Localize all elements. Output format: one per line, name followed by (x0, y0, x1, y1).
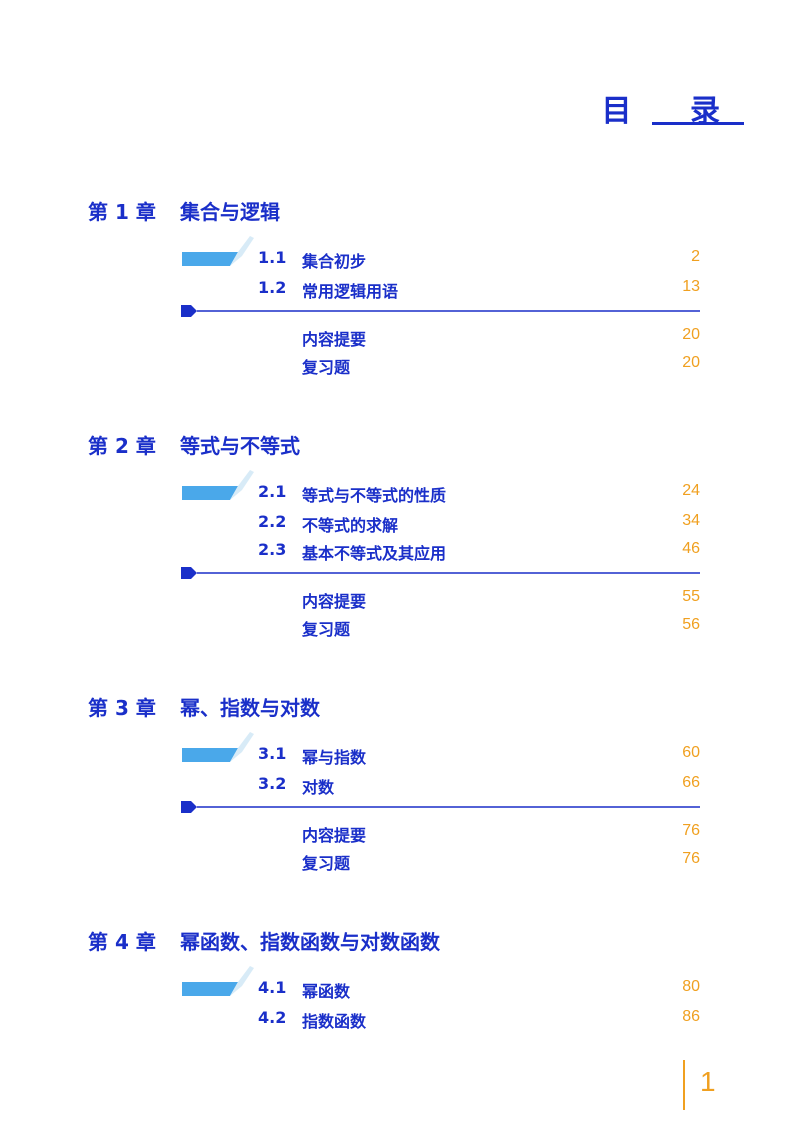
chapter-number: 第 2 章 (88, 434, 156, 458)
section-divider (181, 305, 700, 317)
chapter-heading[interactable]: 第 1 章集合与逻辑 (88, 196, 280, 224)
page-number-bar (683, 1060, 685, 1110)
extra-row[interactable]: 复习题 20 (0, 354, 800, 377)
section-row[interactable]: 3.2 对数 66 (0, 774, 800, 797)
section-row[interactable]: 4.2 指数函数 86 (0, 1008, 800, 1031)
section-label: 常用逻辑用语 (302, 282, 399, 301)
page-number: 1 (700, 1066, 716, 1097)
section-page: 60 (682, 744, 700, 761)
chapter-heading[interactable]: 第 3 章幂、指数与对数 (88, 692, 320, 720)
ribbon-icon (182, 236, 254, 266)
section-number: 2.1 (258, 482, 287, 501)
extra-label: 内容提要 (302, 330, 367, 349)
section-label: 不等式的求解 (302, 516, 399, 535)
section-number: 2.2 (258, 512, 287, 531)
section-page: 46 (682, 540, 700, 557)
chapter-title: 集合与逻辑 (180, 200, 280, 224)
section-page: 13 (682, 278, 700, 295)
section-label: 基本不等式及其应用 (302, 544, 447, 563)
section-page: 80 (682, 978, 700, 995)
extra-label: 内容提要 (302, 826, 367, 845)
ribbon-icon (182, 966, 254, 996)
extra-page: 20 (682, 326, 700, 343)
chapter-number: 第 3 章 (88, 696, 156, 720)
section-page: 66 (682, 774, 700, 791)
extra-label: 复习题 (302, 358, 351, 377)
section-number: 4.2 (258, 1008, 287, 1027)
chapter-number: 第 1 章 (88, 200, 156, 224)
section-number: 1.1 (258, 248, 287, 267)
chapter-heading[interactable]: 第 4 章幂函数、指数函数与对数函数 (88, 926, 440, 954)
ribbon-icon (182, 732, 254, 762)
extra-row[interactable]: 复习题 76 (0, 850, 800, 873)
section-divider (181, 567, 700, 579)
chapter-heading[interactable]: 第 2 章等式与不等式 (88, 430, 300, 458)
chapter-title: 幂、指数与对数 (180, 696, 320, 720)
chapter-number: 第 4 章 (88, 930, 156, 954)
extra-label: 复习题 (302, 620, 351, 639)
chapter-title: 幂函数、指数函数与对数函数 (180, 930, 440, 954)
section-row[interactable]: 2.2 不等式的求解 34 (0, 512, 800, 535)
section-label: 幂与指数 (302, 748, 367, 767)
section-number: 4.1 (258, 978, 287, 997)
section-label: 集合初步 (302, 252, 367, 271)
extra-row[interactable]: 内容提要 55 (0, 588, 800, 611)
toc-title-underline (652, 122, 744, 125)
section-label: 指数函数 (302, 1012, 367, 1031)
extra-row[interactable]: 内容提要 20 (0, 326, 800, 349)
section-label: 幂函数 (302, 982, 351, 1001)
extra-page: 20 (682, 354, 700, 371)
section-page: 2 (691, 248, 700, 265)
section-row[interactable]: 2.3 基本不等式及其应用 46 (0, 540, 800, 563)
section-number: 2.3 (258, 540, 287, 559)
section-row[interactable]: 1.1 集合初步 2 (0, 248, 800, 271)
extra-row[interactable]: 复习题 56 (0, 616, 800, 639)
ribbon-icon (182, 470, 254, 500)
section-label: 对数 (302, 778, 335, 797)
section-row[interactable]: 2.1 等式与不等式的性质 24 (0, 482, 800, 505)
extra-page: 76 (682, 850, 700, 867)
extra-page: 56 (682, 616, 700, 633)
section-page: 86 (682, 1008, 700, 1025)
section-row[interactable]: 3.1 幂与指数 60 (0, 744, 800, 767)
section-number: 3.2 (258, 774, 287, 793)
section-row[interactable]: 4.1 幂函数 80 (0, 978, 800, 1001)
section-page: 34 (682, 512, 700, 529)
section-number: 3.1 (258, 744, 287, 763)
section-row[interactable]: 1.2 常用逻辑用语 13 (0, 278, 800, 301)
section-label: 等式与不等式的性质 (302, 486, 447, 505)
extra-page: 55 (682, 588, 700, 605)
section-divider (181, 801, 700, 813)
section-page: 24 (682, 482, 700, 499)
extra-row[interactable]: 内容提要 76 (0, 822, 800, 845)
extra-page: 76 (682, 822, 700, 839)
chapter-title: 等式与不等式 (180, 434, 300, 458)
section-number: 1.2 (258, 278, 287, 297)
extra-label: 复习题 (302, 854, 351, 873)
extra-label: 内容提要 (302, 592, 367, 611)
